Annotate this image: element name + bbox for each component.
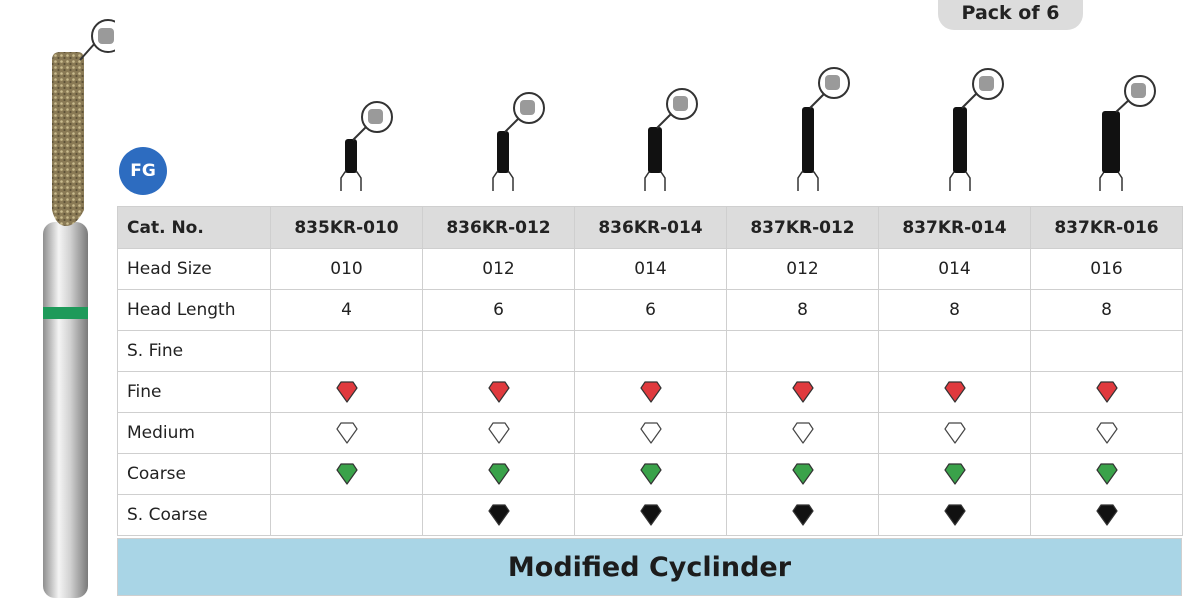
table-cell: 6 xyxy=(422,289,575,331)
bur-illustration-large xyxy=(43,19,115,598)
black-diamond-icon xyxy=(639,504,662,526)
green-diamond-icon xyxy=(1095,463,1118,485)
table-row: Coarse xyxy=(117,453,1183,495)
grit-cell xyxy=(422,494,575,536)
grit-cell xyxy=(574,412,727,454)
table-cell: 016 xyxy=(1030,248,1183,290)
table-cell: 6 xyxy=(574,289,727,331)
table-cell: 4 xyxy=(270,289,423,331)
grit-cell xyxy=(1030,412,1183,454)
grit-cell xyxy=(726,371,879,413)
red-diamond-icon xyxy=(335,381,358,403)
bur-spec-table: Cat. No. 835KR-010 836KR-012 836KR-014 8… xyxy=(117,206,1183,536)
row-label: Head Size xyxy=(117,248,271,290)
column-header: 837KR-014 xyxy=(878,206,1031,249)
row-label: S. Fine xyxy=(117,330,271,372)
red-diamond-icon xyxy=(943,381,966,403)
table-cell: 012 xyxy=(422,248,575,290)
red-diamond-icon xyxy=(487,381,510,403)
column-header: 835KR-010 xyxy=(270,206,423,249)
table-row: Medium xyxy=(117,412,1183,454)
grit-cell xyxy=(878,330,1031,372)
black-diamond-icon xyxy=(791,504,814,526)
table-cell: 8 xyxy=(726,289,879,331)
grit-cell xyxy=(270,453,423,495)
column-header: 837KR-012 xyxy=(726,206,879,249)
bur-illustration-small xyxy=(340,101,393,191)
grit-cell xyxy=(574,453,727,495)
green-diamond-icon xyxy=(791,463,814,485)
grit-cell xyxy=(726,412,879,454)
black-diamond-icon xyxy=(943,504,966,526)
row-label: Medium xyxy=(117,412,271,454)
bur-illustration-small xyxy=(492,92,545,191)
green-diamond-icon xyxy=(943,463,966,485)
pack-size-badge: Pack of 6 xyxy=(938,0,1083,30)
grit-cell xyxy=(270,330,423,372)
white-diamond-icon xyxy=(335,422,358,444)
white-diamond-icon xyxy=(943,422,966,444)
bur-illustration-small xyxy=(949,68,1004,191)
white-diamond-icon xyxy=(487,422,510,444)
grit-cell xyxy=(270,371,423,413)
grit-cell xyxy=(422,330,575,372)
bur-illustration-small xyxy=(797,67,850,191)
grit-cell xyxy=(1030,371,1183,413)
grit-cell xyxy=(574,330,727,372)
red-diamond-icon xyxy=(639,381,662,403)
black-diamond-icon xyxy=(487,504,510,526)
green-diamond-icon xyxy=(335,463,358,485)
white-diamond-icon xyxy=(1095,422,1118,444)
shape-title: Modified Cyclinder xyxy=(117,538,1182,596)
red-diamond-icon xyxy=(1095,381,1118,403)
column-header: 837KR-016 xyxy=(1030,206,1183,249)
row-label: Fine xyxy=(117,371,271,413)
grit-cell xyxy=(878,412,1031,454)
fg-badge: FG xyxy=(119,147,167,195)
table-cell: 014 xyxy=(574,248,727,290)
row-label: S. Coarse xyxy=(117,494,271,536)
grit-cell xyxy=(878,494,1031,536)
grit-cell xyxy=(1030,494,1183,536)
table-cell: 010 xyxy=(270,248,423,290)
grit-cell xyxy=(574,371,727,413)
bur-illustration-small xyxy=(644,88,698,191)
table-cell: 012 xyxy=(726,248,879,290)
grit-cell xyxy=(574,494,727,536)
green-diamond-icon xyxy=(639,463,662,485)
bur-illustration-small xyxy=(1099,75,1156,191)
cat-no-header: Cat. No. xyxy=(117,206,271,249)
red-diamond-icon xyxy=(791,381,814,403)
row-label: Coarse xyxy=(117,453,271,495)
grit-cell xyxy=(726,494,879,536)
table-cell: 8 xyxy=(1030,289,1183,331)
grit-cell xyxy=(270,494,423,536)
row-label: Head Length xyxy=(117,289,271,331)
table-row: Fine xyxy=(117,371,1183,413)
column-header: 836KR-012 xyxy=(422,206,575,249)
grit-cell xyxy=(878,371,1031,413)
grit-cell xyxy=(422,453,575,495)
grit-cell xyxy=(878,453,1031,495)
table-row: S. Coarse xyxy=(117,494,1183,536)
table-cell: 8 xyxy=(878,289,1031,331)
grit-cell xyxy=(726,330,879,372)
grit-cell xyxy=(270,412,423,454)
white-diamond-icon xyxy=(791,422,814,444)
grit-cell xyxy=(726,453,879,495)
black-diamond-icon xyxy=(1095,504,1118,526)
white-diamond-icon xyxy=(639,422,662,444)
column-header: 836KR-014 xyxy=(574,206,727,249)
green-diamond-icon xyxy=(487,463,510,485)
grit-cell xyxy=(422,412,575,454)
table-cell: 014 xyxy=(878,248,1031,290)
grit-cell xyxy=(1030,330,1183,372)
grit-cell xyxy=(422,371,575,413)
header-row: Cat. No. 835KR-010 836KR-012 836KR-014 8… xyxy=(117,206,1183,249)
grit-cell xyxy=(1030,453,1183,495)
table-row: S. Fine xyxy=(117,330,1183,372)
